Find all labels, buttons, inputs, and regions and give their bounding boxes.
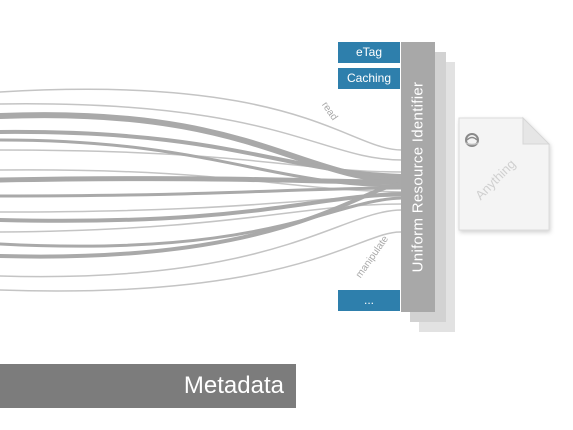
metadata-label: Metadata xyxy=(183,372,284,399)
flow-thick-line xyxy=(0,129,404,178)
flow-outline-line xyxy=(0,231,403,292)
etag-tag: eTag xyxy=(338,42,400,63)
thick-line-group xyxy=(0,112,405,259)
flow-thick-line xyxy=(0,112,405,183)
uri-panel: Uniform Resource Identifier xyxy=(401,42,435,312)
caching-tag: Caching xyxy=(338,68,400,89)
more-tag: ... xyxy=(338,290,400,311)
flow-outline-line xyxy=(0,209,403,278)
flow-thick-line xyxy=(0,182,404,259)
outline-line-group xyxy=(0,88,403,292)
metadata-bar: Metadata xyxy=(0,364,296,408)
flow-thick-line xyxy=(0,196,404,248)
globe-icon xyxy=(465,133,479,147)
flow-outline-line xyxy=(0,149,403,173)
flow-thick-line xyxy=(0,186,404,198)
flow-outline-line xyxy=(0,103,403,161)
flow-outline-line xyxy=(0,88,403,151)
flow-thick-line xyxy=(0,176,405,185)
